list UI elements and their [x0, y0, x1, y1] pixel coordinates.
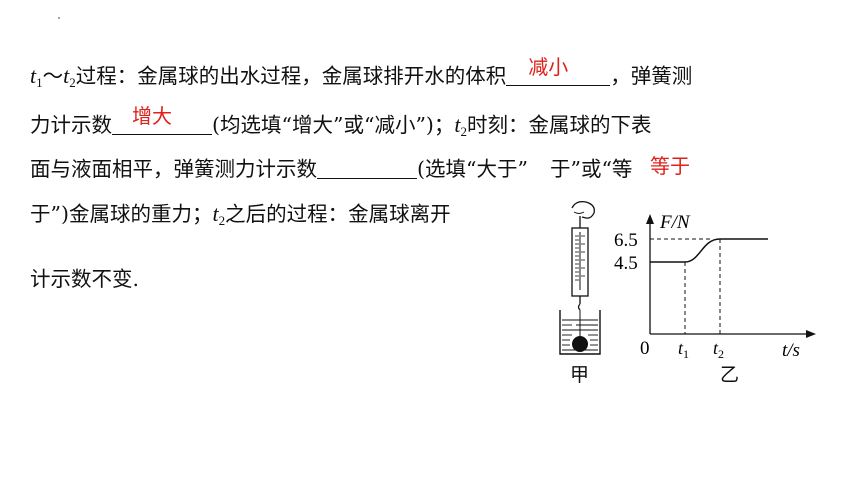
hand-icon [571, 200, 595, 219]
line3-text-end: 于”或“等 [549, 157, 633, 181]
line2-text-mid: (均选填“增大”或“减小”)； [212, 113, 455, 137]
x-tick-t1: t1 [678, 338, 689, 361]
decorative-dot [58, 17, 60, 19]
figure-spring-scale [559, 200, 601, 355]
y-axis-arrow [646, 214, 654, 224]
paragraph-line-1: t1～t2过程：金属球的出水过程，金属球排开水的体积减小 ，弹簧测 [30, 55, 693, 97]
line1-text-end: ，弹簧测 [610, 64, 693, 88]
line1-text: 过程：金属球的出水过程，金属球排开水的体积 [75, 64, 507, 88]
x-axis-arrow [806, 330, 816, 338]
x-tick-t2: t2 [713, 338, 724, 361]
answer-1: 减小 [528, 55, 569, 79]
y-tick-label-4-5: 4.5 [614, 253, 638, 274]
line3-text-mid: (选填“大于” [417, 157, 528, 181]
metal-ball [572, 336, 588, 352]
y-axis-label: F/N [659, 212, 691, 233]
answer-2: 增大 [132, 104, 172, 128]
t2-symbol-line2: t2 [454, 112, 468, 139]
line2-text-end: 时刻：金属球的下表 [467, 113, 652, 137]
line3-text: 面与液面相平，弹簧测力计示数 [30, 157, 317, 181]
line4-text: 于”)金属球的重力； [30, 202, 213, 226]
t1-symbol: t1 [30, 63, 43, 90]
answer-blank-1[interactable]: 减小 [506, 55, 611, 86]
force-curve [650, 238, 768, 263]
line4-text-end: 之后的过程：金属球离开 [225, 202, 451, 226]
figure-yi-caption: 乙 [720, 364, 740, 386]
line2-text: 力计示数 [30, 113, 112, 137]
x-axis-label: t/s [782, 340, 800, 361]
answer-blank-3[interactable] [317, 156, 417, 179]
paragraph-line-5: 计示数不变. [30, 265, 139, 293]
paragraph-line-2: 力计示数增大 (均选填“增大”或“减小”)；t2时刻：金属球的下表 [30, 104, 652, 146]
answer-blank-2[interactable]: 增大 [112, 104, 212, 135]
answer-3-overlay: 等于 [650, 154, 690, 178]
origin-label: 0 [640, 338, 650, 359]
figure-force-time-graph: F/N t/s 0 6.5 4.5 t1 t2 [614, 212, 816, 361]
figure-jia-caption: 甲 [570, 364, 590, 386]
paragraph-line-4: 于”)金属球的重力；t2之后的过程：金属球离开 [30, 200, 451, 235]
paragraph-line-3: 面与液面相平，弹簧测力计示数 (选填“大于” 于”或“等 [30, 155, 632, 183]
line5-text: 计示数不变. [30, 267, 140, 291]
t2-symbol-line4: t2 [212, 201, 226, 228]
tilde: ～ [42, 64, 64, 88]
t2-symbol: t2 [63, 63, 76, 90]
y-tick-label-6-5: 6.5 [614, 230, 638, 251]
